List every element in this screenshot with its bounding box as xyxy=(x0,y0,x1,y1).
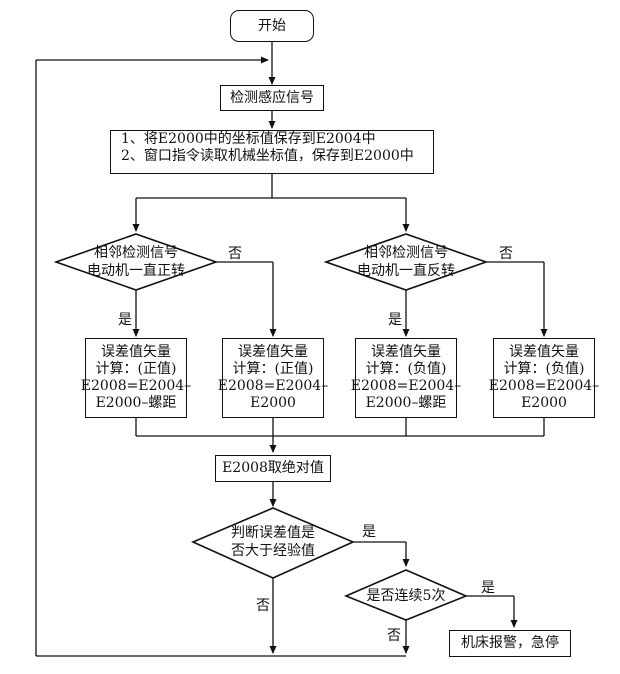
calc-box-3: 误差值矢量 计算：(负值) E2008=E2004– E2000–螺距 xyxy=(351,338,461,418)
decision-judge-text: 判断误差值是 否大于经验值 xyxy=(213,524,333,560)
save-step-2: 2、窗口指令读取机械坐标值，保存到E2000中 xyxy=(121,148,414,164)
calc-box-1: 误差值矢量 计算：(正值) E2008=E2004– E2000–螺距 xyxy=(81,338,191,418)
calc-4-line-4: E2000 xyxy=(521,395,567,411)
alarm-stop-text: 机床报警，急停 xyxy=(461,635,559,651)
calc-1-line-3: E2008=E2004– xyxy=(80,378,192,394)
calc-4-line-2: 计算：(负值) xyxy=(503,361,585,377)
calc-1-line-1: 误差值矢量 xyxy=(101,344,171,360)
decision-reverse-text: 相邻检测信号 电动机一直反转 xyxy=(346,244,466,280)
detect-signal-text: 检测感应信号 xyxy=(230,89,314,106)
decision-judge-shape xyxy=(191,507,355,579)
decision-forward-line-2: 电动机一直正转 xyxy=(87,263,185,279)
decision-judge-line-1: 判断误差值是 xyxy=(231,525,315,541)
calc-3-line-1: 误差值矢量 xyxy=(371,344,441,360)
calc-3-line-2: 计算：(负值) xyxy=(365,361,447,377)
decision-reverse-line-2: 电动机一直反转 xyxy=(357,263,455,279)
label-no-reverse: 否 xyxy=(499,246,513,262)
decision-forward-text: 相邻检测信号 电动机一直正转 xyxy=(76,244,196,280)
decision-reverse-shape xyxy=(323,233,489,291)
calc-2-line-2: 计算：(正值) xyxy=(232,361,314,377)
calc-2-line-1: 误差值矢量 xyxy=(238,344,308,360)
label-no-consecutive: 否 xyxy=(387,628,401,644)
label-no-forward: 否 xyxy=(228,246,242,262)
calc-box-4: 误差值矢量 计算：(负值) E2008=E2004– E2000 xyxy=(489,338,599,418)
decision-consecutive-text: 是否连续5次 xyxy=(356,587,456,605)
calc-4-line-3: E2008=E2004– xyxy=(488,378,600,394)
calc-box-2: 误差值矢量 计算：(正值) E2008=E2004– E2000 xyxy=(218,338,328,418)
decision-forward-line-1: 相邻检测信号 xyxy=(94,245,178,261)
calc-4-line-1: 误差值矢量 xyxy=(509,344,579,360)
start-text: 开始 xyxy=(258,17,286,34)
calc-1-line-4: E2000–螺距 xyxy=(95,395,177,411)
label-yes-consecutive: 是 xyxy=(481,580,495,596)
calc-3-line-3: E2008=E2004– xyxy=(350,378,462,394)
start-terminal: 开始 xyxy=(230,10,314,42)
alarm-stop-box: 机床报警，急停 xyxy=(449,630,571,657)
save-coordinate-box: 1、将E2000中的坐标值保存到E2004中 2、窗口指令读取机械坐标值，保存到… xyxy=(110,130,434,174)
decision-forward-shape xyxy=(53,233,219,291)
detect-signal-box: 检测感应信号 xyxy=(220,85,324,111)
calc-1-line-2: 计算：(正值) xyxy=(95,361,177,377)
label-yes-reverse: 是 xyxy=(388,312,402,328)
label-no-judge: 否 xyxy=(256,598,270,614)
calc-2-line-4: E2000 xyxy=(250,395,296,411)
decision-consecutive-shape xyxy=(343,569,469,621)
label-yes-judge: 是 xyxy=(362,524,376,540)
absolute-value-box: E2008取绝对值 xyxy=(215,455,331,482)
decision-judge-line-2: 否大于经验值 xyxy=(231,543,315,559)
save-step-1: 1、将E2000中的坐标值保存到E2004中 xyxy=(121,131,376,147)
calc-3-line-4: E2000–螺距 xyxy=(365,395,447,411)
label-yes-forward: 是 xyxy=(118,312,132,328)
absolute-value-text: E2008取绝对值 xyxy=(222,460,324,476)
decision-reverse-line-1: 相邻检测信号 xyxy=(364,245,448,261)
decision-consecutive-line: 是否连续5次 xyxy=(366,588,446,604)
calc-2-line-3: E2008=E2004– xyxy=(217,378,329,394)
